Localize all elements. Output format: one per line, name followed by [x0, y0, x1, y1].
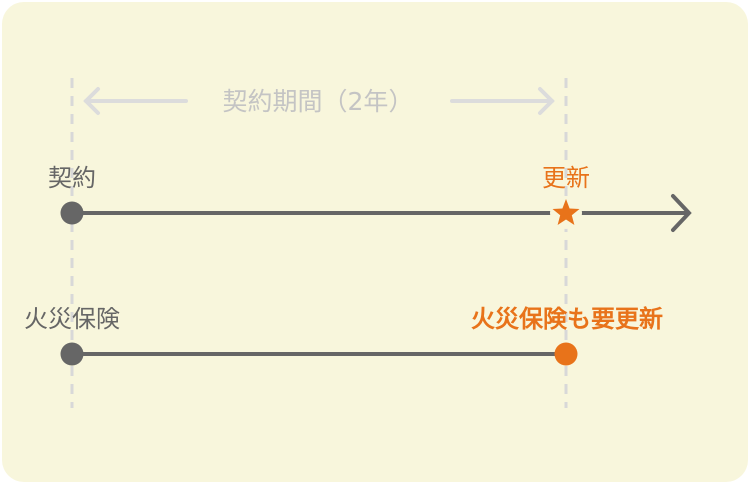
period-right-arrow-icon [450, 87, 555, 115]
contract-start-label: 契約 [48, 164, 96, 192]
period-label: 契約期間（2年） [223, 87, 414, 116]
contract-start-dot [60, 201, 84, 225]
insurance-start-dot [60, 342, 84, 366]
contract-renewal-label: 更新 [542, 164, 590, 192]
period-left-arrow-icon [83, 87, 188, 115]
insurance-end-dot [554, 342, 578, 366]
renewal-star-icon [552, 199, 580, 225]
insurance-start-label: 火災保険 [24, 305, 120, 333]
insurance-renewal-label: 火災保険も要更新 [471, 305, 663, 333]
timeline-arrowhead-icon [671, 194, 692, 232]
